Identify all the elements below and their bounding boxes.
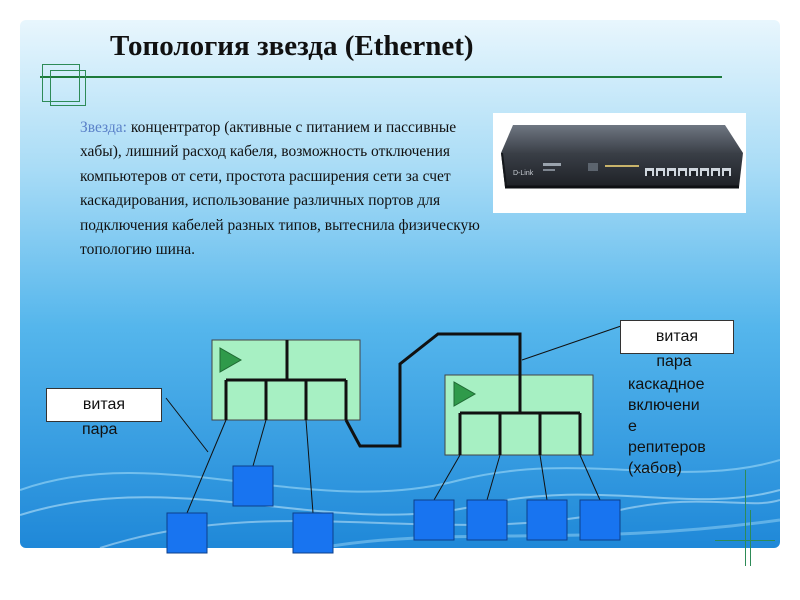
caption-line: пара (656, 353, 692, 370)
computer-cables (186, 419, 601, 514)
deco-line (745, 470, 746, 566)
switch-device-photo: D-Link (493, 113, 746, 213)
deco-line (750, 510, 751, 566)
computer-icon (413, 499, 455, 541)
twisted-pair-caption: пара (82, 421, 118, 438)
caption-line: включени (628, 397, 700, 414)
description-heading: Звезда: (80, 119, 127, 136)
slide-background (20, 20, 780, 548)
device-brand: D-Link (513, 170, 534, 177)
deco-square-icon (42, 64, 80, 102)
cascade-caption-lines: каскадное включени е репитеров (хабов) (628, 375, 706, 479)
caption-line: е (628, 418, 637, 435)
hub-2-ports (458, 375, 582, 455)
computer-icon (166, 512, 208, 554)
cascade-label: витая (620, 320, 734, 354)
hub-1-ports (224, 340, 348, 420)
computer-icon (232, 465, 274, 507)
computer-icon (579, 499, 621, 541)
cascade-cable (344, 332, 522, 448)
deco-square-icon (50, 70, 86, 106)
network-switch-icon: D-Link (501, 125, 743, 189)
play-arrow-icon (453, 381, 477, 407)
title-underline (40, 76, 722, 78)
cascade-caption: пара (626, 352, 722, 372)
page-title: Топология звезда (Ethernet) (110, 30, 474, 62)
computer-icon (292, 512, 334, 554)
caption-line: (хабов) (628, 460, 682, 477)
play-arrow-icon (219, 347, 243, 373)
computer-icon (466, 499, 508, 541)
twisted-pair-label: витая (46, 388, 162, 422)
leader-line (521, 325, 622, 361)
leader-line (165, 397, 209, 453)
caption-line: репитеров (628, 439, 706, 456)
description-text: Звезда: концентратор (активные с питание… (80, 116, 482, 262)
deco-line (715, 540, 775, 541)
description-body: концентратор (активные с питанием и пасс… (80, 119, 480, 259)
computer-icon (526, 499, 568, 541)
caption-line: каскадное (628, 376, 705, 393)
